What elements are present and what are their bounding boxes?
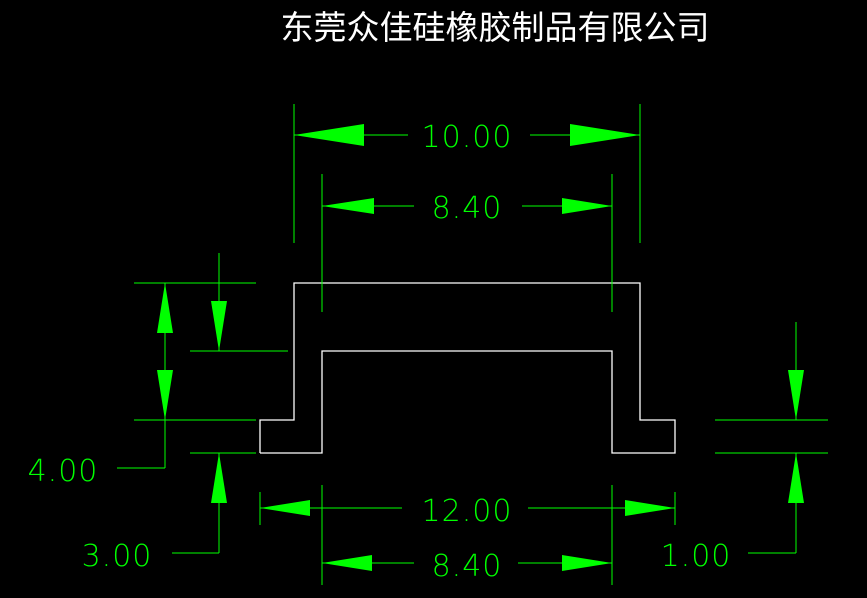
company-title: 东莞众佳硅橡胶制品有限公司 — [281, 8, 710, 47]
dim-label-top-inner-width: 8.40 — [432, 191, 503, 226]
arrowhead — [294, 124, 364, 146]
dim-inner-depth — [172, 253, 288, 554]
arrowhead — [322, 555, 372, 571]
arrowhead — [260, 500, 310, 516]
arrowhead — [788, 453, 804, 503]
dim-bottom-inner-width — [321, 485, 613, 585]
dim-top-inner-width — [321, 174, 613, 312]
dim-label-top-outer-width: 10.00 — [422, 120, 513, 155]
part-profile — [259, 282, 676, 454]
dimension-graphics — [117, 104, 828, 585]
arrowhead — [562, 555, 612, 571]
dim-flange-thickness — [715, 322, 828, 554]
dimension-labels: 10.00 8.40 4.00 3.00 12.00 8.40 1.00 — [28, 120, 732, 584]
dim-bottom-outer-width — [259, 492, 676, 525]
arrowhead — [211, 301, 227, 351]
dim-label-bottom-outer-width: 12.00 — [422, 494, 513, 529]
outer-profile-outline — [259, 282, 676, 454]
arrowhead — [788, 370, 804, 420]
arrowhead — [157, 370, 173, 420]
arrowhead — [570, 124, 640, 146]
arrowhead — [157, 283, 173, 333]
arrowhead — [322, 198, 374, 214]
arrowhead — [625, 500, 675, 516]
dim-total-height — [117, 282, 256, 469]
dim-label-total-height: 4.00 — [28, 454, 99, 489]
arrowhead — [562, 198, 612, 214]
dim-label-flange-thickness: 1.00 — [661, 539, 732, 574]
arrowhead — [211, 453, 227, 503]
dim-top-outer-width — [293, 104, 641, 243]
dim-label-bottom-inner-width: 8.40 — [432, 549, 503, 584]
dim-label-inner-depth: 3.00 — [82, 539, 153, 574]
